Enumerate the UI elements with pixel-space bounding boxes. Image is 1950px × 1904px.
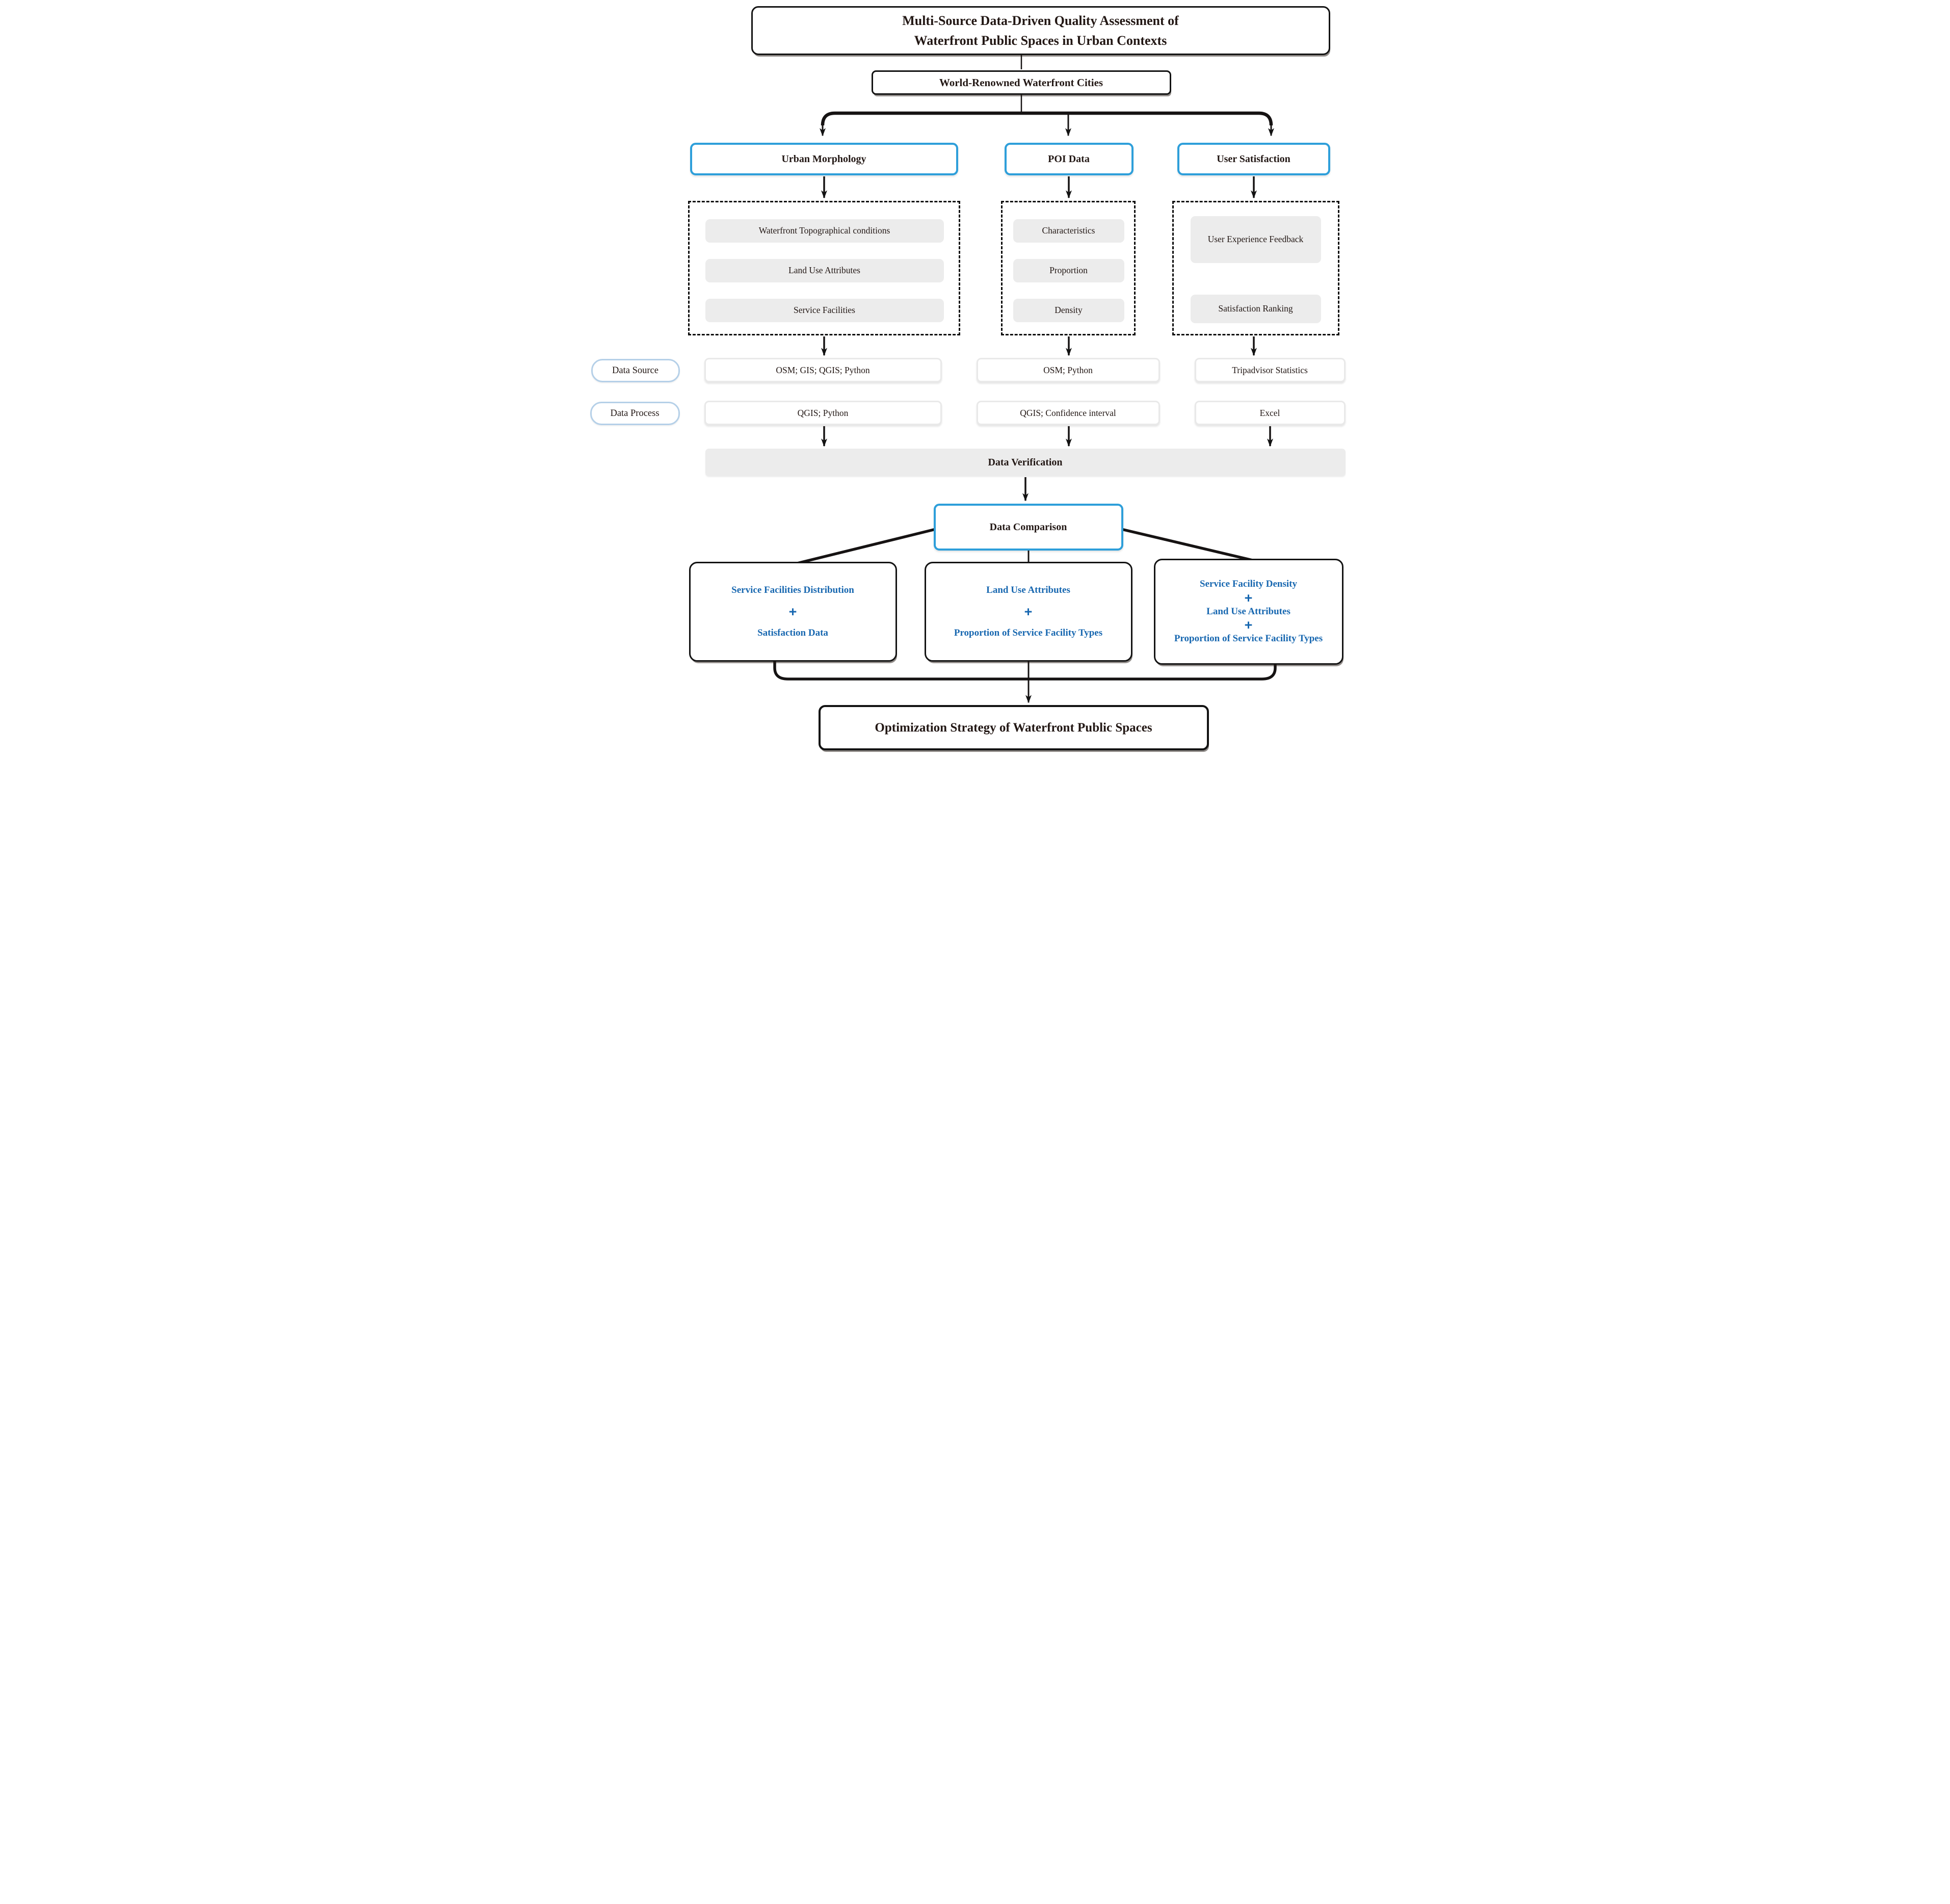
branch-label: Urban Morphology xyxy=(781,153,866,165)
scope-box: World-Renowned Waterfront Cities xyxy=(871,70,1171,95)
title-box: Multi-Source Data-Driven Quality Assessm… xyxy=(751,6,1330,55)
data-process-box-poi-data: QGIS; Confidence interval xyxy=(976,401,1160,425)
branch-label: POI Data xyxy=(1048,153,1090,165)
item-box-density: Density xyxy=(1013,299,1124,322)
connector-lines xyxy=(773,55,1277,703)
combination-box-3: Service Facility Density + Land Use Attr… xyxy=(1153,559,1343,665)
combination-box-2: Land Use Attributes + Proportion of Serv… xyxy=(924,562,1132,662)
item-box-characteristics: Characteristics xyxy=(1013,219,1124,243)
verification-bar: Data Verification xyxy=(705,449,1346,476)
data-source-label: Data Source xyxy=(591,359,680,382)
branch-box-poi-data: POI Data xyxy=(1004,143,1134,175)
item-box-land-use: Land Use Attributes xyxy=(705,259,944,282)
dashed-group-urban-morphology xyxy=(688,201,960,335)
plus-icon: + xyxy=(788,604,797,619)
scope-label: World-Renowned Waterfront Cities xyxy=(939,76,1103,89)
plus-icon: + xyxy=(1024,604,1033,619)
branch-label: User Satisfaction xyxy=(1217,153,1290,165)
data-source-box-urban-morphology: OSM; GIS; QGIS; Python xyxy=(704,358,942,382)
data-process-label: Data Process xyxy=(590,402,680,425)
data-process-box-user-satisfaction: Excel xyxy=(1194,401,1346,425)
item-box-service-facilities: Service Facilities xyxy=(705,299,944,322)
data-source-box-poi-data: OSM; Python xyxy=(976,358,1160,382)
branch-bar xyxy=(821,111,1273,126)
combination-part: Land Use Attributes xyxy=(986,584,1070,595)
title-line-1: Multi-Source Data-Driven Quality Assessm… xyxy=(902,13,1179,28)
combination-part: Proportion of Service Facility Types xyxy=(954,627,1103,638)
item-box-satisfaction-ranking: Satisfaction Ranking xyxy=(1190,295,1321,323)
merge-bracket xyxy=(773,662,1277,681)
diagonal-comparison-left xyxy=(796,528,936,565)
combination-part: Service Facility Density xyxy=(1199,578,1297,589)
item-box-user-experience-feedback: User Experience Feedback xyxy=(1190,216,1321,263)
combination-part: Service Facilities Distribution xyxy=(731,584,854,595)
combination-part: Satisfaction Data xyxy=(757,627,828,638)
combination-part: Land Use Attributes xyxy=(1206,606,1290,617)
outcome-box: Optimization Strategy of Waterfront Publ… xyxy=(818,705,1209,750)
item-box-proportion: Proportion xyxy=(1013,259,1124,282)
item-box-topographical: Waterfront Topographical conditions xyxy=(705,219,944,243)
branch-box-urban-morphology: Urban Morphology xyxy=(690,143,958,175)
dashed-group-user-satisfaction xyxy=(1172,201,1339,335)
data-source-box-user-satisfaction: Tripadvisor Statistics xyxy=(1194,358,1346,382)
diagonal-comparison-right xyxy=(1120,528,1255,562)
dashed-group-poi-data xyxy=(1000,201,1136,335)
combination-part: Proportion of Service Facility Types xyxy=(1174,633,1323,644)
combination-box-1: Service Facilities Distribution + Satisf… xyxy=(689,562,897,662)
data-process-box-urban-morphology: QGIS; Python xyxy=(704,401,942,425)
title-line-2: Waterfront Public Spaces in Urban Contex… xyxy=(914,33,1167,48)
plus-icon: + xyxy=(1244,617,1253,633)
comparison-box: Data Comparison xyxy=(933,504,1123,551)
plus-icon: + xyxy=(1244,590,1253,606)
branch-box-user-satisfaction: User Satisfaction xyxy=(1177,143,1330,175)
flowchart-canvas: Multi-Source Data-Driven Quality Assessm… xyxy=(585,0,1365,762)
